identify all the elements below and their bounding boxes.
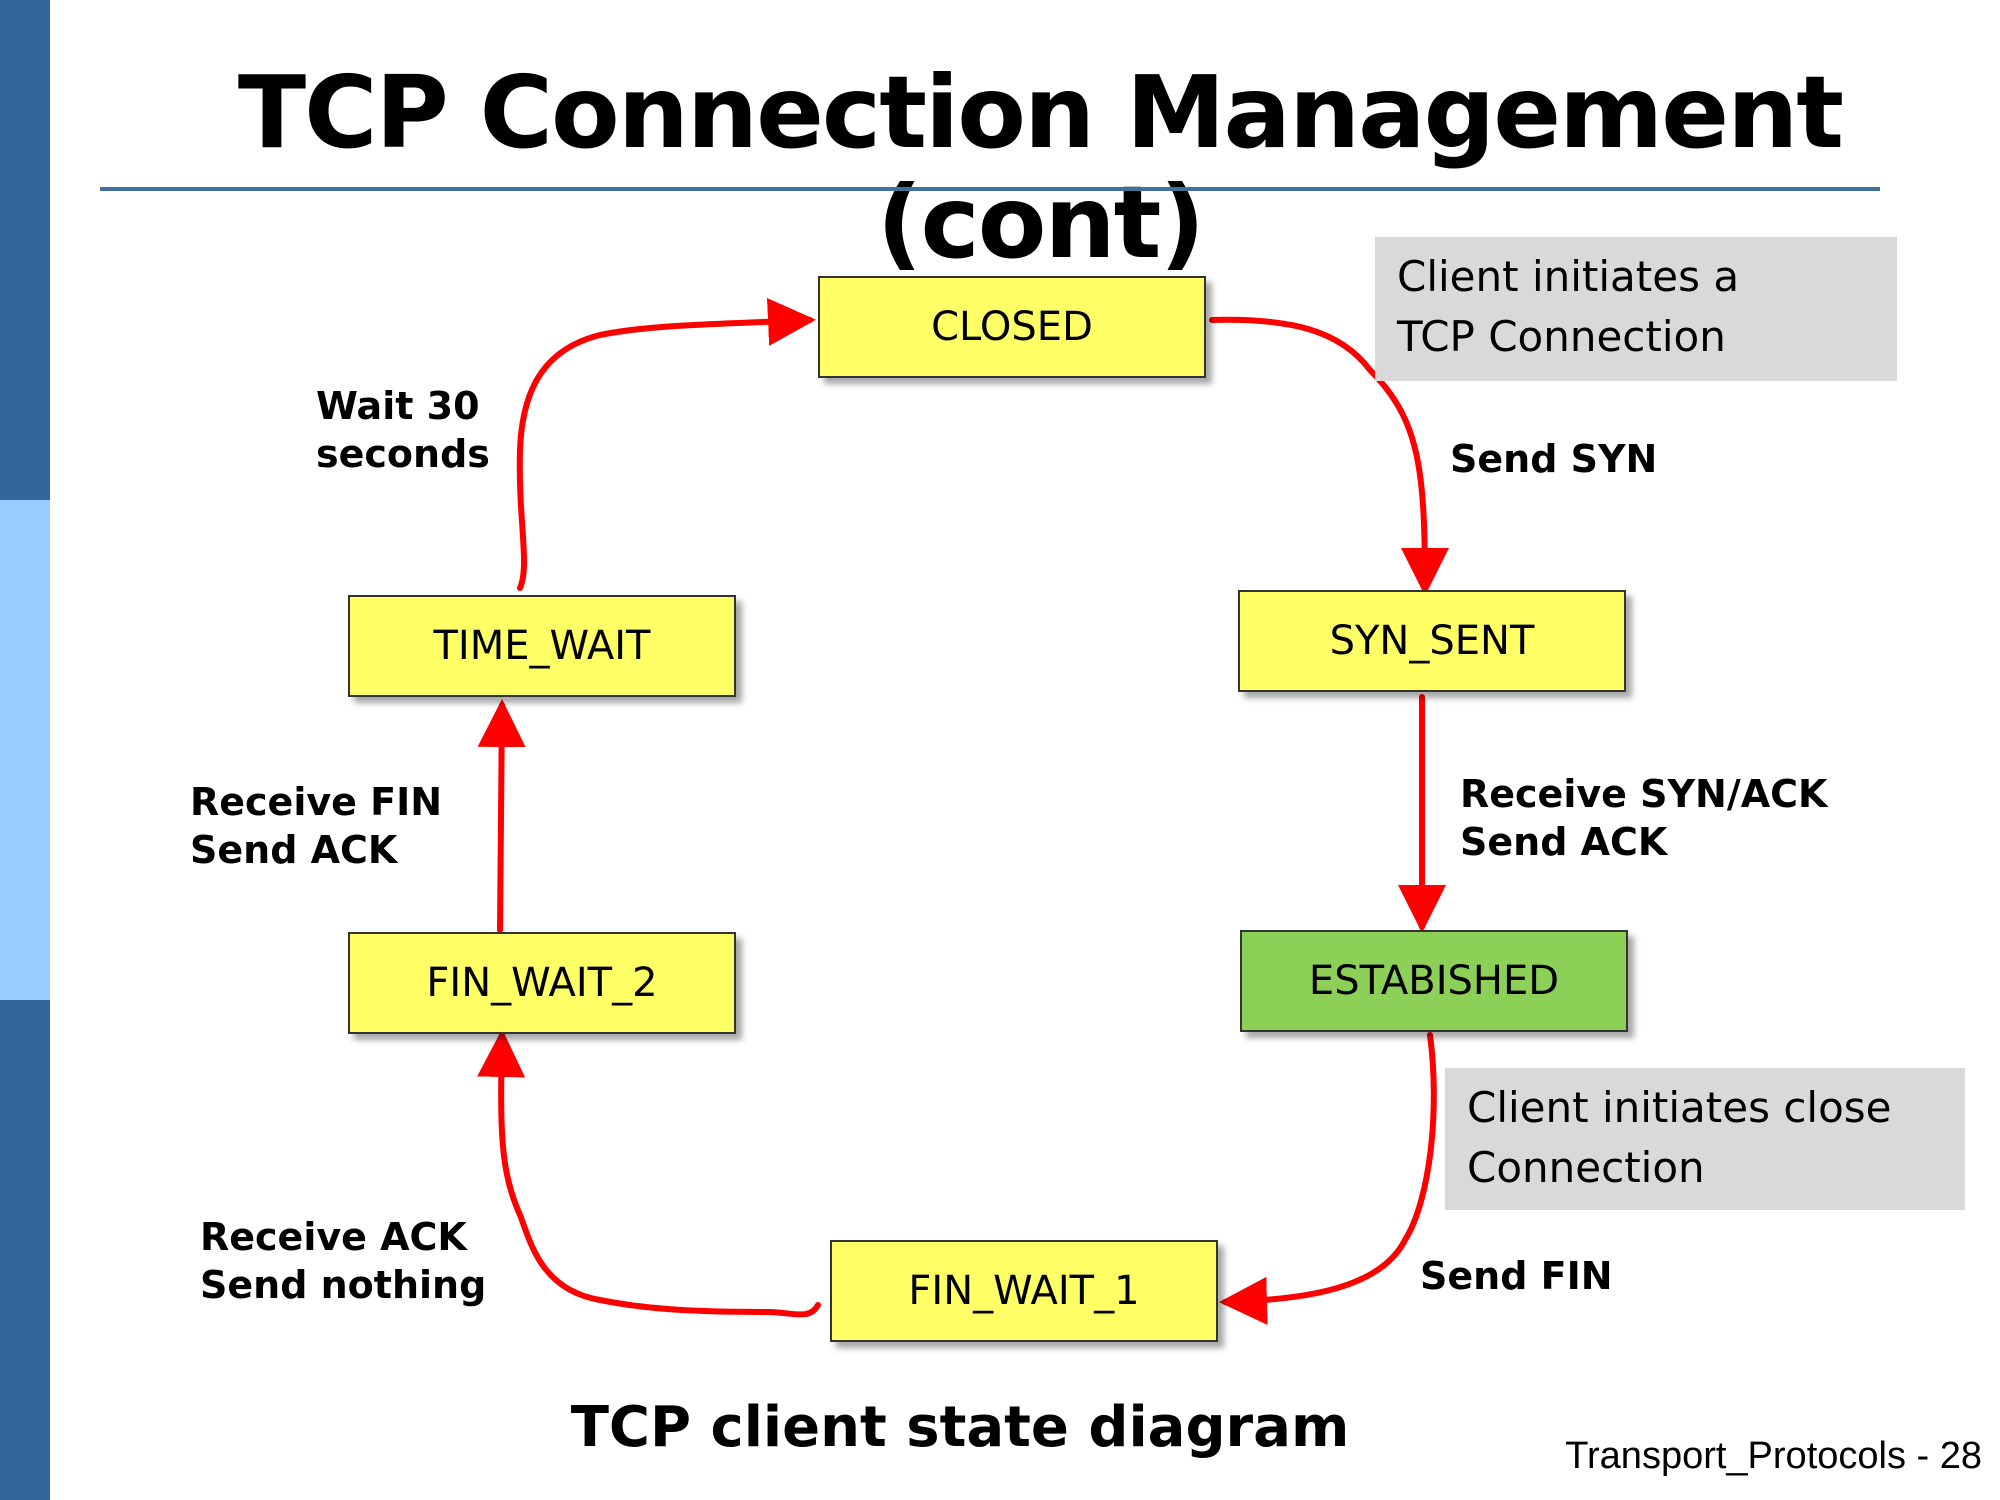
note-line: Client initiates close [1467, 1083, 1892, 1132]
state-time-wait: TIME_WAIT [348, 595, 736, 697]
note-line: TCP Connection [1397, 312, 1726, 361]
title-underline [100, 187, 1880, 191]
label-line: Send FIN [1420, 1254, 1613, 1298]
arrow-fin-wait-2-to-time-wait [477, 699, 526, 933]
label-line: Send nothing [200, 1263, 487, 1307]
state-syn-sent: SYN_SENT [1238, 590, 1626, 692]
label-line: Send SYN [1450, 437, 1658, 481]
arrow-established-to-fin-wait-1 [1219, 1032, 1437, 1325]
label-line: Wait 30 [316, 384, 480, 428]
sidebar-accent-bottom [0, 1000, 50, 1500]
slide-footer: Transport_Protocols - 28 [1565, 1435, 1982, 1477]
note-client-initiates-connection: Client initiates a TCP Connection [1375, 237, 1897, 381]
state-closed: CLOSED [818, 276, 1206, 378]
label-receive-synack: Receive SYN/ACK Send ACK [1460, 770, 1827, 866]
sidebar-accent-middle [0, 500, 50, 1000]
state-fin-wait-2: FIN_WAIT_2 [348, 932, 736, 1034]
label-send-fin: Send FIN [1420, 1252, 1613, 1300]
slide-title: TCP Connection Management (cont) [237, 54, 1844, 281]
diagram-caption: TCP client state diagram [570, 1395, 1350, 1460]
label-receive-ack: Receive ACK Send nothing [200, 1213, 486, 1309]
label-line: Receive ACK [200, 1215, 467, 1259]
arrow-fin-wait-1-to-fin-wait-2 [477, 1029, 821, 1318]
label-wait-30-seconds: Wait 30 seconds [316, 382, 490, 478]
label-line: Send ACK [1460, 820, 1668, 864]
label-line: seconds [316, 432, 490, 476]
label-receive-fin: Receive FIN Send ACK [190, 778, 442, 874]
label-send-syn: Send SYN [1450, 435, 1657, 483]
state-established: ESTABISHED [1240, 930, 1628, 1032]
label-line: Send ACK [190, 828, 398, 872]
state-fin-wait-1: FIN_WAIT_1 [830, 1240, 1218, 1342]
arrow-closed-to-syn-sent [1209, 316, 1449, 596]
sidebar-accent-top [0, 0, 50, 500]
arrow-time-wait-to-closed [516, 297, 816, 591]
label-line: Receive FIN [190, 780, 443, 824]
note-line: Client initiates a [1397, 252, 1740, 301]
note-client-initiates-close: Client initiates close Connection [1445, 1068, 1965, 1210]
label-line: Receive SYN/ACK [1460, 772, 1828, 816]
note-line: Connection [1467, 1143, 1705, 1192]
